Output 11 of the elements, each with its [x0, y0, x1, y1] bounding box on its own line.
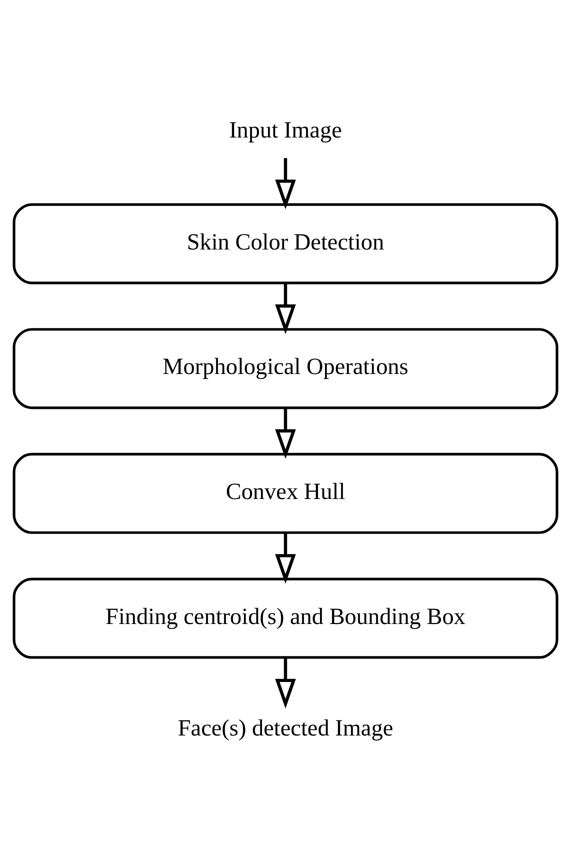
arrow — [275, 407, 296, 458]
arrow — [275, 158, 296, 209]
arrow — [275, 532, 296, 584]
node-box: Convex Hull — [12, 452, 558, 534]
node-text: Input Image — [229, 116, 342, 143]
arrow — [275, 657, 296, 708]
node-box: Skin Color Detection — [12, 202, 558, 284]
node-text: Face(s) detected Image — [178, 715, 394, 742]
node-box: Morphological Operations — [12, 328, 558, 409]
arrow — [275, 282, 296, 334]
node-box: Finding centroid(s) and Bounding Box — [12, 577, 558, 658]
